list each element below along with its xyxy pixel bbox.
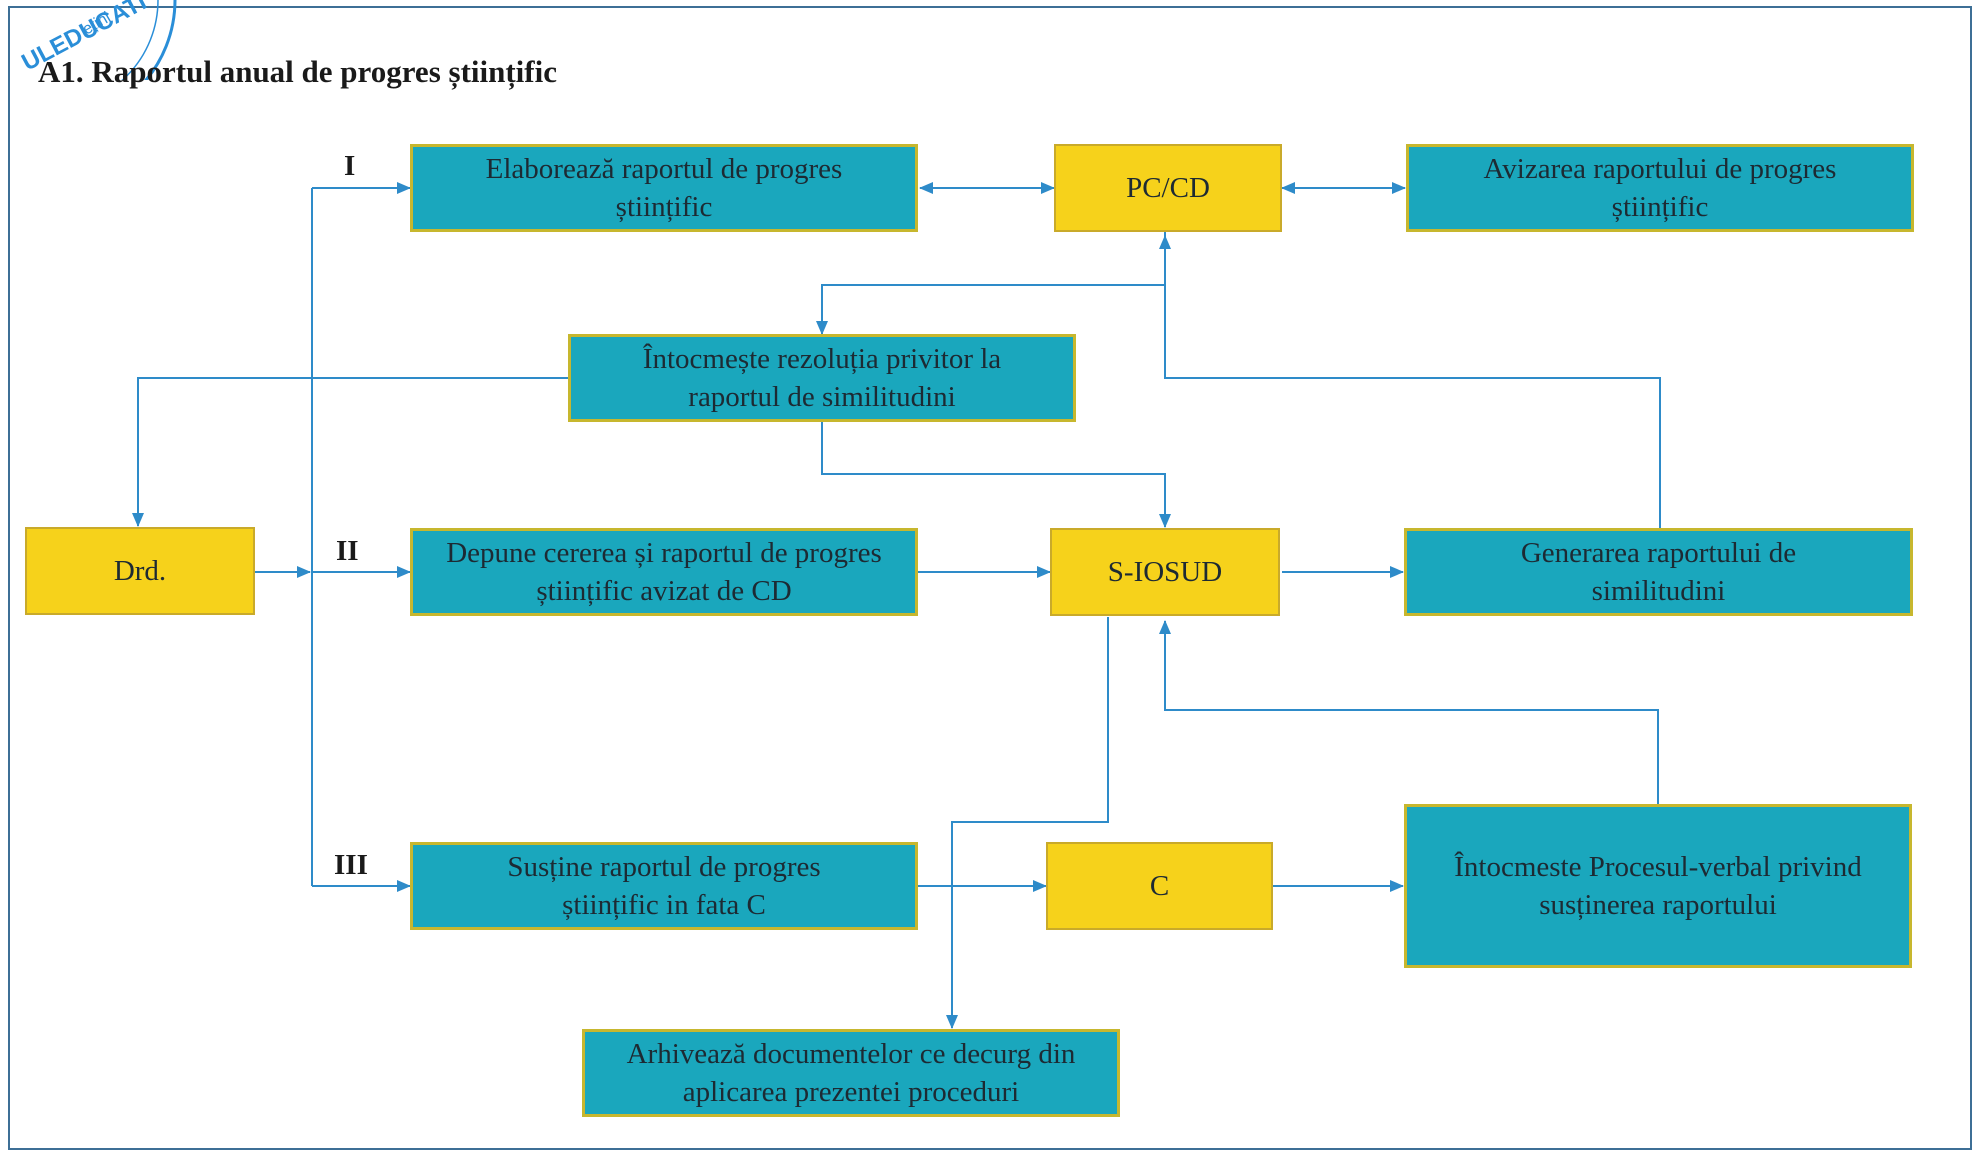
connector-rezolutia-siosud xyxy=(821,422,1171,528)
node-depune: Depune cererea și raportul de progres șt… xyxy=(410,528,918,616)
connector-generarea-pccd xyxy=(1159,235,1661,528)
page-title: A1. Raportul anual de progres științific xyxy=(38,54,557,89)
node-generarea: Generarea raportului de similitudini xyxy=(1404,528,1913,616)
page-frame xyxy=(8,6,1972,1150)
connector-pccd-rezolutia xyxy=(816,232,1166,335)
step-label-i: I xyxy=(344,150,356,182)
connector-rezolutia-drd xyxy=(132,377,568,527)
step-label-iii: III xyxy=(334,849,368,881)
node-drd: Drd. xyxy=(25,527,255,615)
node-s-iosud: S-IOSUD xyxy=(1050,528,1280,616)
step-label-ii: II xyxy=(336,535,359,567)
node-arhiveaza: Arhivează documentelor ce decurg din apl… xyxy=(582,1029,1120,1117)
node-avizarea: Avizarea raportului de progres științifi… xyxy=(1406,144,1914,232)
node-pc-cd: PC/CD xyxy=(1054,144,1282,232)
node-elaboreaza: Elaborează raportul de progres științifi… xyxy=(410,144,918,232)
node-proces-verbal: Întocmeste Procesul-verbal privind susți… xyxy=(1404,804,1912,968)
node-intocmeste-rezolutia: Întocmește rezoluția privitor la raportu… xyxy=(568,334,1076,422)
node-sustine: Susține raportul de progres științific i… xyxy=(410,842,918,930)
connector-procesverbal-siosud xyxy=(1159,620,1659,804)
connector-siosud-arhiveaza xyxy=(946,617,1109,1029)
node-c: C xyxy=(1046,842,1273,930)
